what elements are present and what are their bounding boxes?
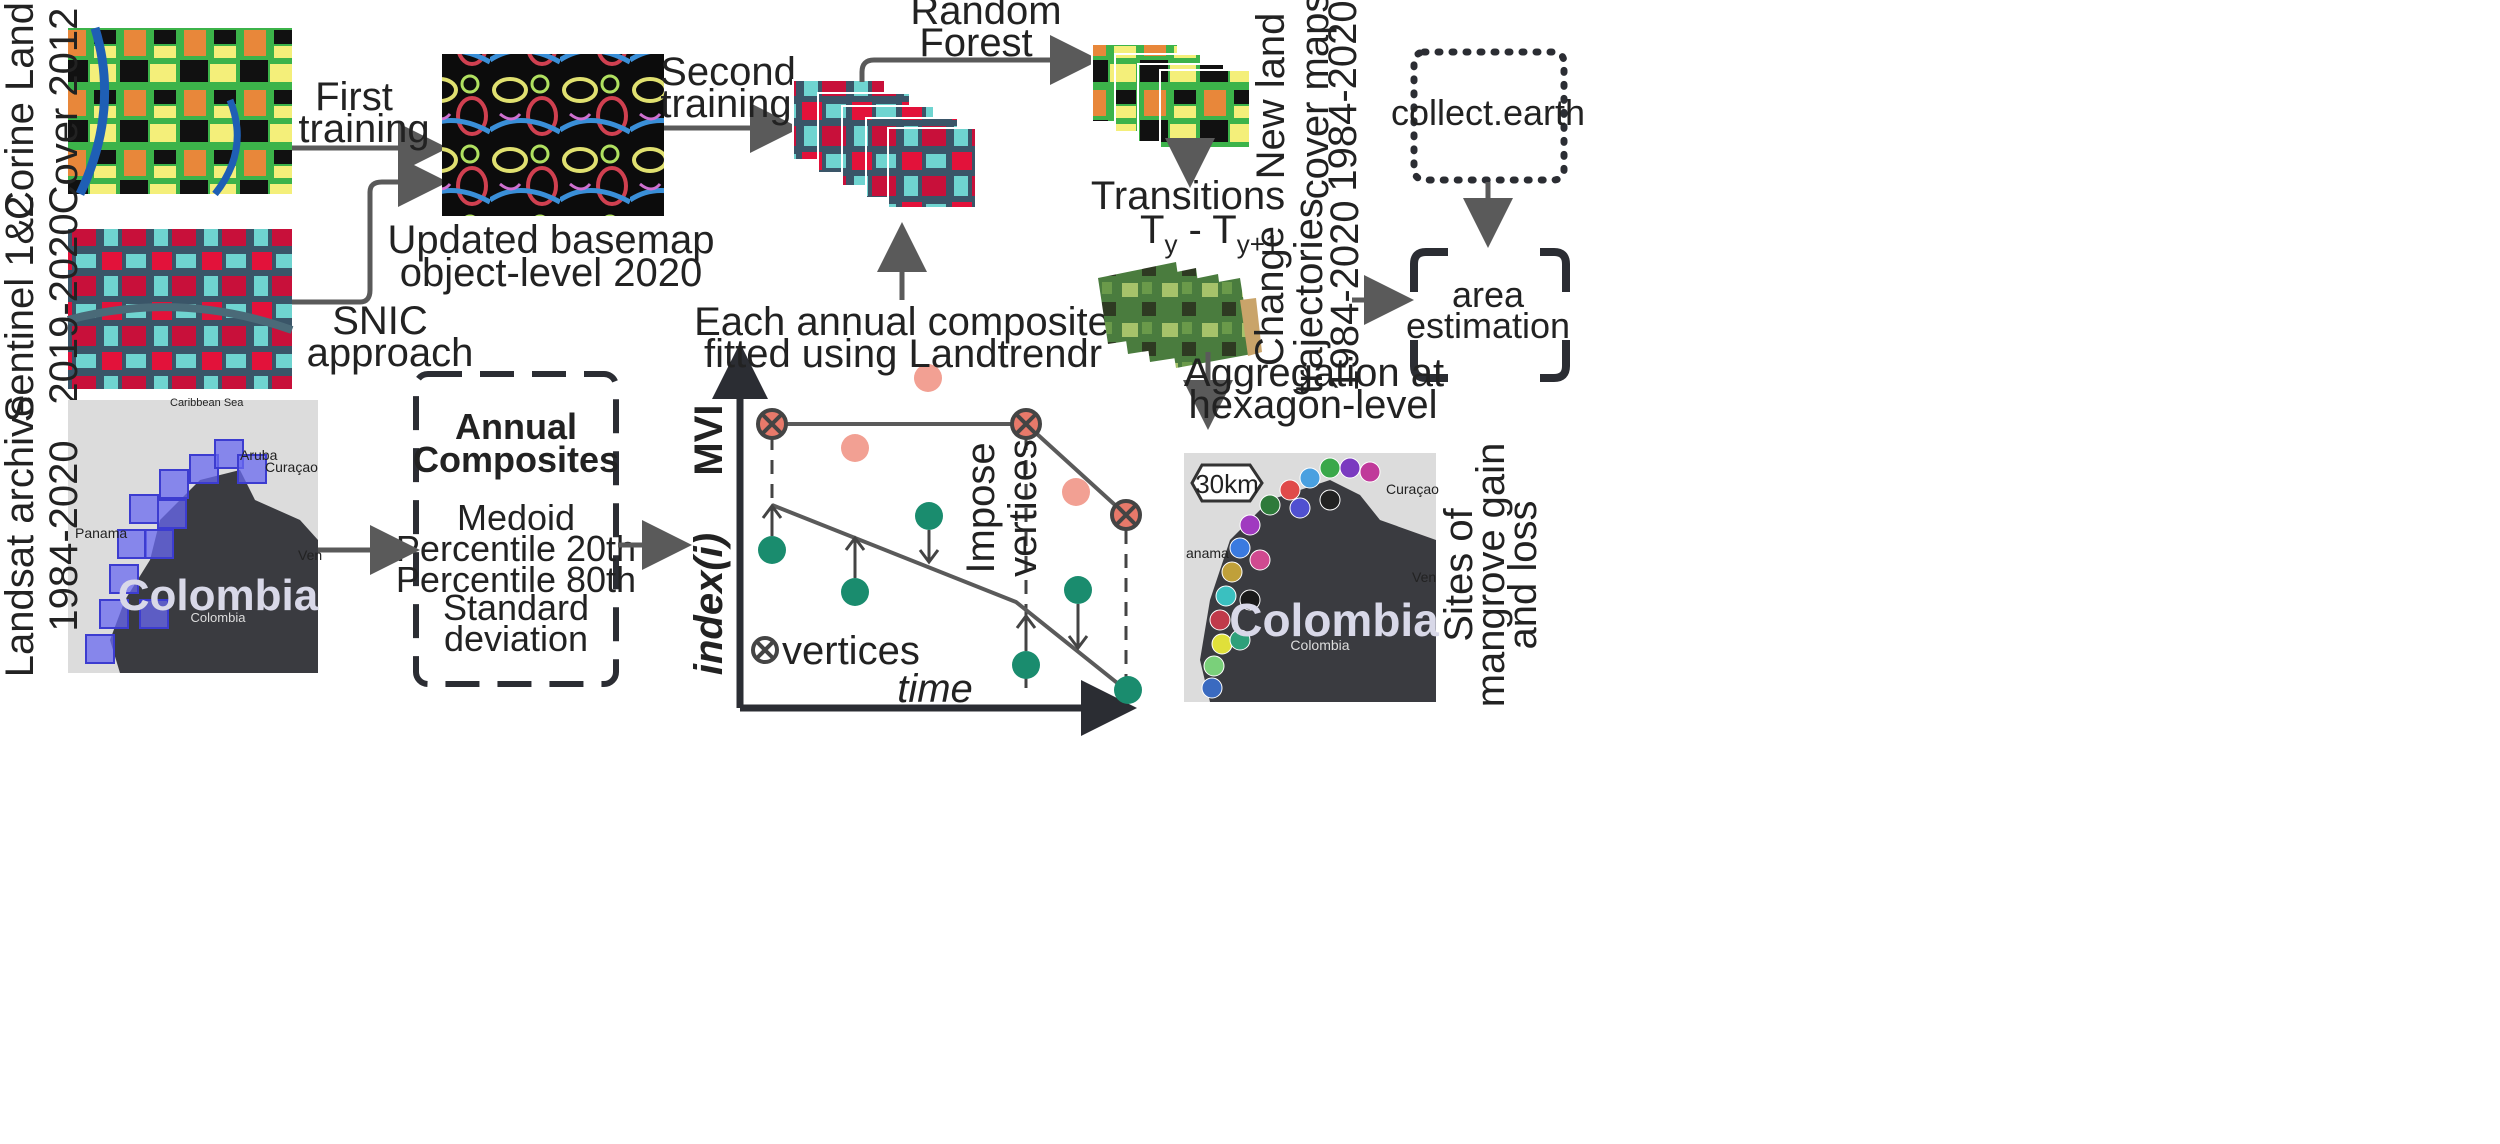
sentinel-label-1: Sentinel 1&2 <box>0 196 42 423</box>
index-point <box>758 536 786 564</box>
landcover-line3: 1984-2020 <box>1321 0 1365 191</box>
landcover-line1: New land <box>1249 13 1293 180</box>
y-label-index: index(i) <box>687 533 731 675</box>
index-point <box>841 578 869 606</box>
hex-country: Colombia <box>1229 594 1439 646</box>
impose-2: vertices <box>1001 439 1045 577</box>
index-point <box>1012 651 1040 679</box>
adjust-arrows <box>761 503 1089 651</box>
corine-label-1: Corine Land <box>0 2 42 220</box>
landsat-aruba: Aruba <box>240 447 278 463</box>
trajectories-line3: 1984-2020 <box>1323 200 1367 391</box>
mvi-point <box>1062 478 1090 506</box>
basemap-line1: Updated basemap <box>388 218 715 262</box>
landsat-ven: Ven <box>298 547 322 563</box>
composites-item-0: Medoid <box>457 497 575 538</box>
hexagon-cells <box>1201 457 1381 699</box>
vertex-marker <box>1110 499 1142 531</box>
vertex-marker <box>756 408 788 440</box>
basemap-image <box>442 54 664 216</box>
area-line2: estimation <box>1406 305 1570 346</box>
rf-2: Forest <box>919 21 1032 65</box>
second-training-2: training <box>660 82 791 126</box>
landcover-stack <box>1091 43 1251 149</box>
corine-label-2: Cover 2012 <box>42 8 86 215</box>
landsat-label-1: Landsat archive <box>0 395 42 677</box>
hexagon-map: 30km Curaçao anama Ven Colombia Colombia <box>1184 453 1439 702</box>
trajectories-line1: Change <box>1248 226 1292 366</box>
aggregation-line2: hexagon-level <box>1188 383 1437 427</box>
landsat-label-2: 1984-2020 <box>42 440 86 631</box>
landsat-curacao: Curaçao <box>265 459 318 475</box>
corine-block: Corine Land Cover 2012 <box>0 2 292 220</box>
legend-vertex-icon <box>751 636 779 664</box>
mangrove-line2: mangrove gain <box>1469 443 1513 708</box>
landsat-country-small: Colombia <box>191 610 247 625</box>
x-label-time: time <box>897 667 973 711</box>
trajectory-stack <box>1098 262 1262 368</box>
landtrendr-caption-1: Each annual composite <box>694 300 1110 344</box>
snic-1: SNIC <box>332 299 428 343</box>
composites-item-3: Standard <box>443 587 589 628</box>
sentinel-label-2: 2019-2020 <box>42 213 86 404</box>
basemap-line2: object-level 2020 <box>400 251 702 295</box>
hex-curacao: Curaçao <box>1386 481 1439 497</box>
mangrove-line3: and loss <box>1501 501 1545 650</box>
index-point <box>1064 576 1092 604</box>
area-line1: area <box>1452 274 1525 315</box>
sentinel-block: Sentinel 1&2 2019-2020 <box>0 196 294 423</box>
composites-item-1: Percentile 20th <box>396 528 636 569</box>
landtrendr-chart: MVI index(i) time <box>687 343 1142 736</box>
trajectories-line2: trajectories <box>1287 198 1331 394</box>
transitions-formula: Ty - Ty+1 <box>1140 208 1279 259</box>
arrow-snic <box>292 157 448 305</box>
landsat-sea: Caribbean Sea <box>170 397 244 409</box>
annual-image-stack <box>792 79 977 209</box>
second-training-1: Second <box>660 50 796 94</box>
first-training-2: training <box>298 107 429 151</box>
hex-ven: Ven <box>1412 569 1436 585</box>
scale-label: 30km <box>1195 469 1259 499</box>
impose-1: Impose <box>959 442 1003 573</box>
landtrendr-caption-2: fitted using Landtrendr <box>704 332 1102 376</box>
aggregation-line1: Aggregation at <box>1184 351 1444 395</box>
vertex-marker <box>1010 408 1042 440</box>
transitions-title: Transitions <box>1091 174 1285 218</box>
y-label-mvi: MVI <box>687 404 731 475</box>
area-estimation-box <box>1410 248 1570 382</box>
fitted-index-line <box>771 503 1128 692</box>
rf-1: Random <box>910 0 1061 33</box>
scale-hexagon <box>1190 463 1264 503</box>
landsat-panama: Panama <box>75 525 127 541</box>
legend-vertices: vertices <box>782 629 920 673</box>
mangrove-line1: Sites of <box>1437 507 1481 641</box>
composites-title1: Annual <box>455 406 577 447</box>
composites-title2: Composites <box>413 439 619 480</box>
index-point <box>915 502 943 530</box>
mvi-point <box>914 364 942 392</box>
hex-country-small: Colombia <box>1290 637 1349 653</box>
mvi-point <box>841 434 869 462</box>
collect-earth-label: collect.earth <box>1391 92 1585 133</box>
composites-item-4: deviation <box>444 618 588 659</box>
landsat-block: Caribbean Sea Aruba Curaçao Panama Ven C… <box>0 395 322 677</box>
first-training-1: First <box>315 75 393 119</box>
hex-panama: anama <box>1186 545 1229 561</box>
landcover-line2: cover maps <box>1293 0 1337 199</box>
landsat-country: Colombia <box>118 571 319 620</box>
landsat-footprints <box>85 439 267 664</box>
snic-2: approach <box>307 331 474 375</box>
composites-item-2: Percentile 80th <box>396 559 636 600</box>
index-point <box>1114 676 1142 704</box>
collect-earth-box <box>1410 48 1568 184</box>
arrow-random-forest <box>859 35 1100 85</box>
